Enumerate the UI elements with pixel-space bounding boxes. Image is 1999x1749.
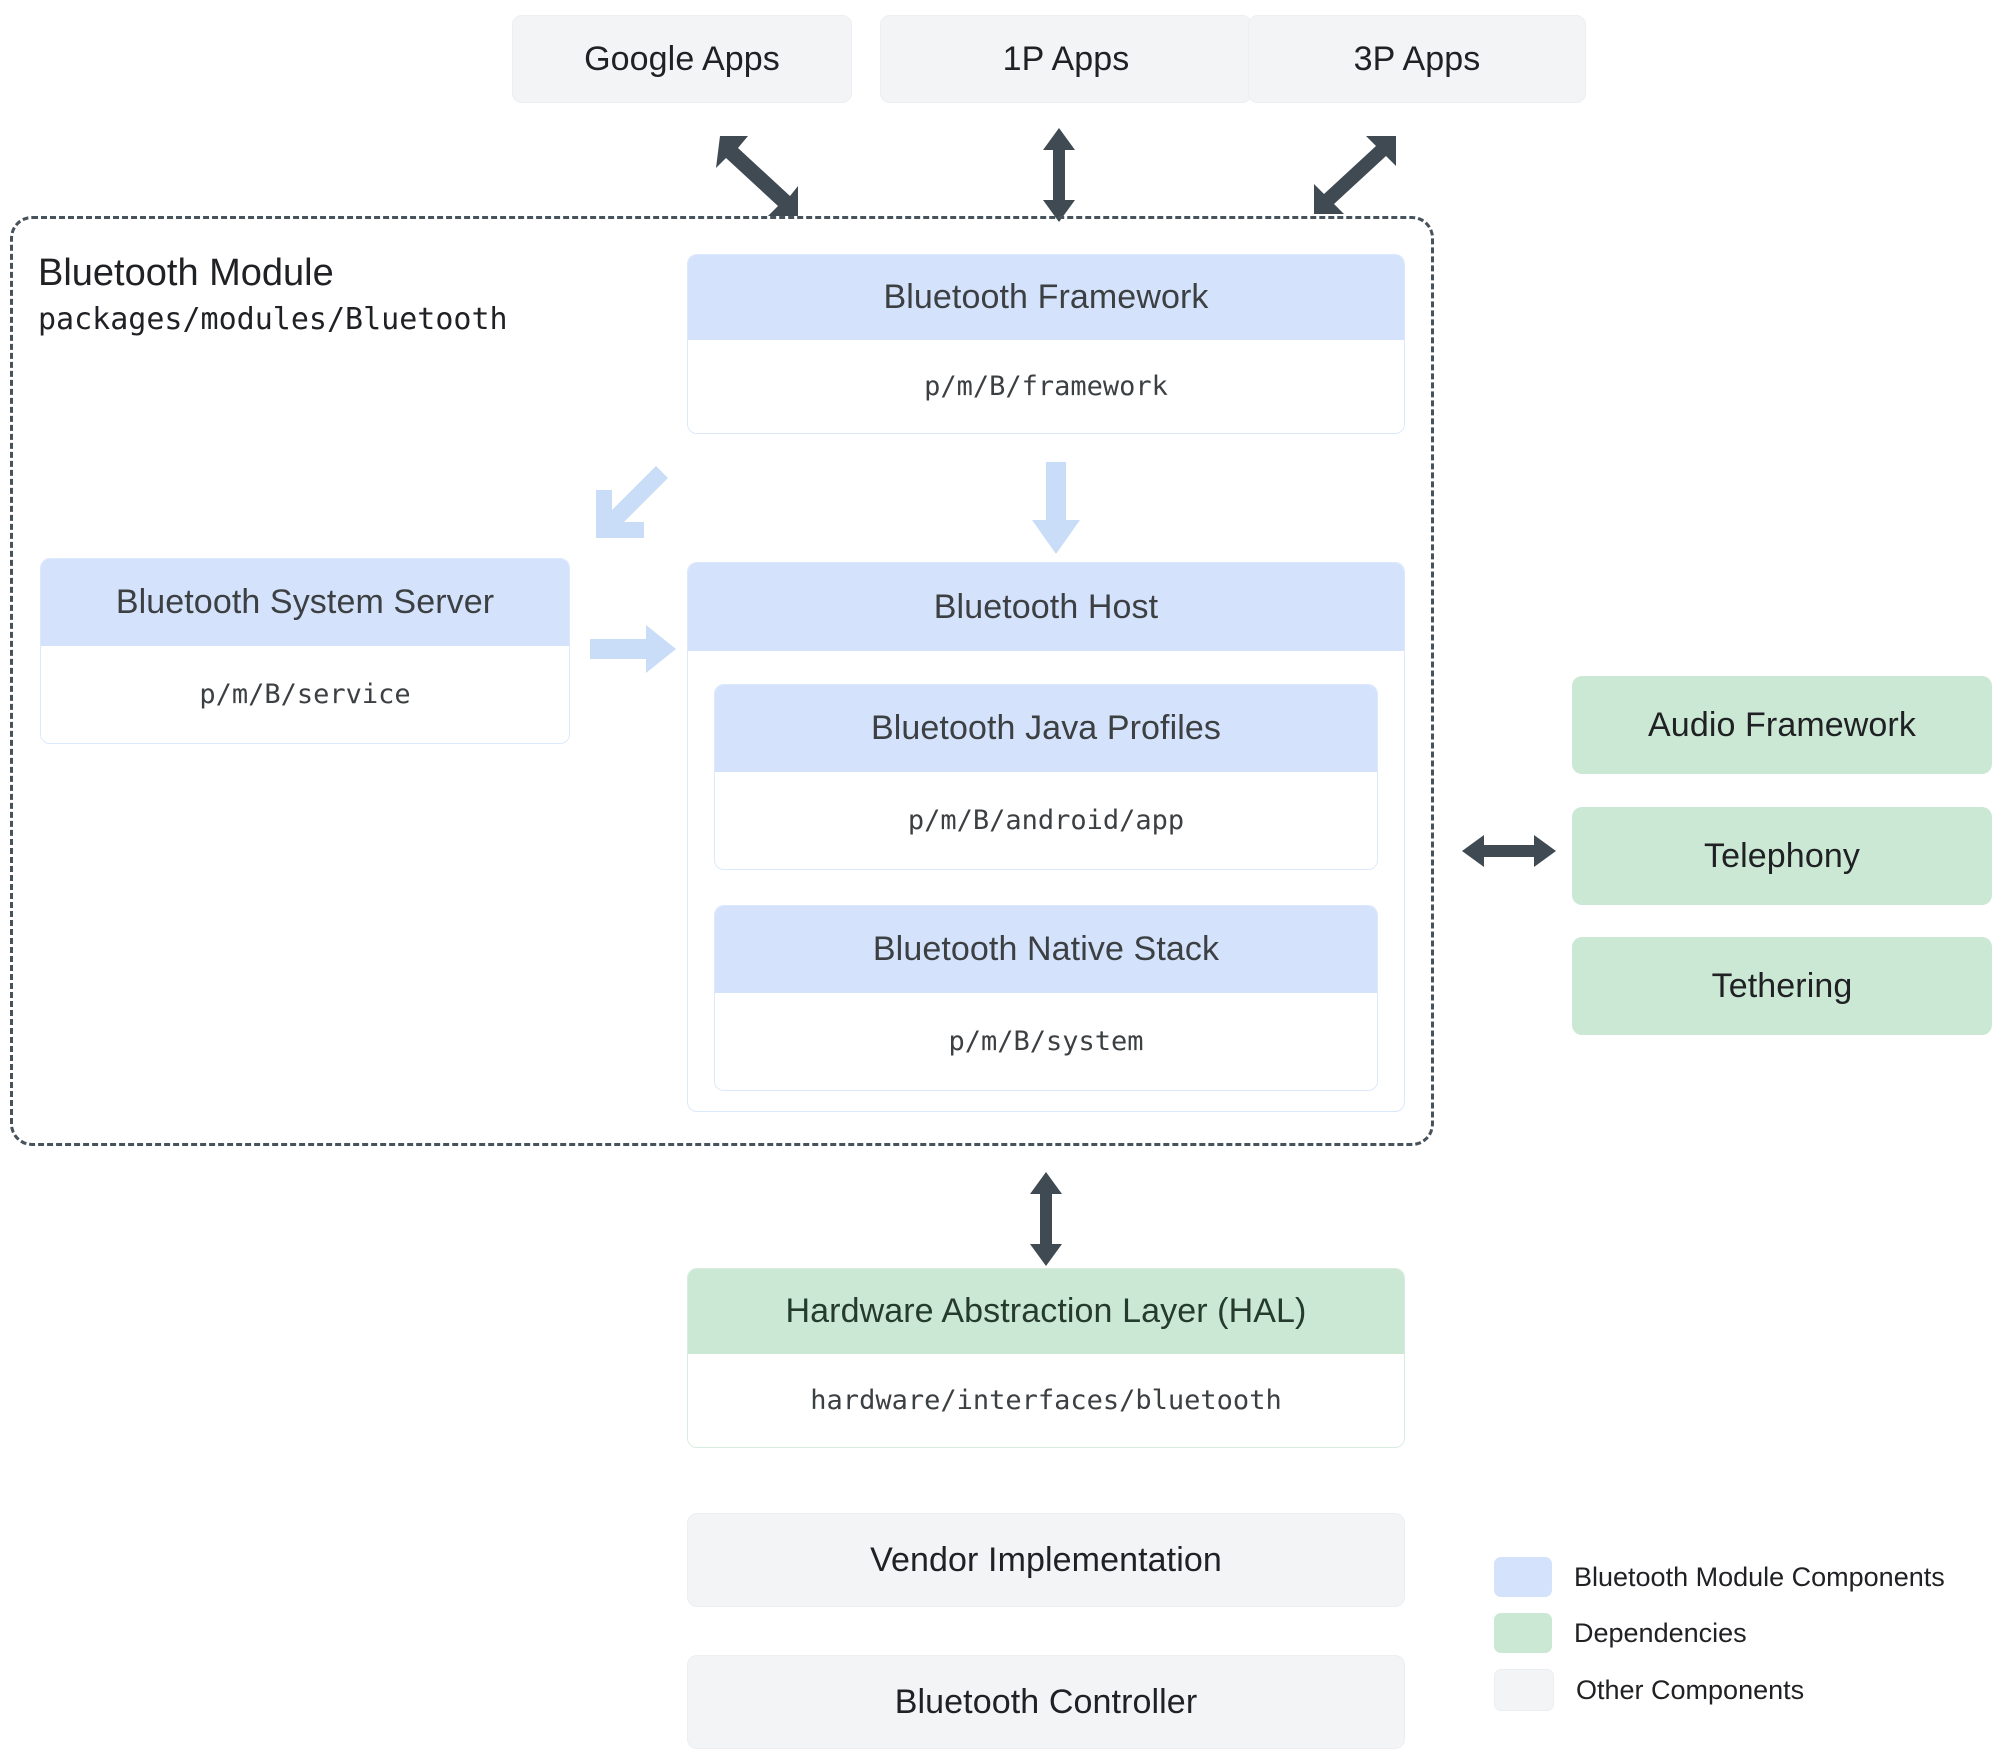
legend-item-dependencies: Dependencies — [1494, 1613, 1945, 1653]
arrow-1p-apps-vertical — [1040, 128, 1078, 222]
app-box-3p-apps[interactable]: 3P Apps — [1248, 15, 1586, 103]
app-box-google-apps[interactable]: Google Apps — [512, 15, 852, 103]
arrow-3p-apps-diagonal — [1312, 130, 1404, 220]
arrow-module-to-hal — [1027, 1172, 1065, 1266]
legend-item-module-components: Bluetooth Module Components — [1494, 1557, 1945, 1597]
dependency-label: Audio Framework — [1648, 705, 1916, 744]
bluetooth-framework-box[interactable]: Bluetooth Framework p/m/B/framework — [687, 254, 1405, 434]
app-box-label: 3P Apps — [1353, 39, 1481, 78]
arrow-system-server-to-host — [590, 625, 676, 673]
hal-box[interactable]: Hardware Abstraction Layer (HAL) hardwar… — [687, 1268, 1405, 1448]
bluetooth-java-profiles-box[interactable]: Bluetooth Java Profiles p/m/B/android/ap… — [714, 684, 1378, 870]
bluetooth-host-label: Bluetooth Host — [688, 563, 1404, 651]
legend-swatch-module-components — [1494, 1557, 1552, 1597]
dependency-box-audio-framework[interactable]: Audio Framework — [1572, 676, 1992, 774]
legend-label: Dependencies — [1574, 1617, 1747, 1648]
bluetooth-controller-label: Bluetooth Controller — [894, 1682, 1198, 1721]
legend-label: Other Components — [1576, 1674, 1805, 1705]
legend-swatch-dependencies — [1494, 1613, 1552, 1653]
bluetooth-system-server-box[interactable]: Bluetooth System Server p/m/B/service — [40, 558, 570, 744]
app-box-1p-apps[interactable]: 1P Apps — [880, 15, 1252, 103]
hal-label: Hardware Abstraction Layer (HAL) — [688, 1269, 1404, 1355]
arrow-host-to-dependencies — [1462, 832, 1556, 870]
app-box-label: Google Apps — [584, 39, 780, 78]
bluetooth-native-stack-path: p/m/B/system — [715, 993, 1377, 1090]
vendor-implementation-box[interactable]: Vendor Implementation — [687, 1513, 1405, 1607]
app-box-label: 1P Apps — [1002, 39, 1130, 78]
dependency-label: Telephony — [1704, 836, 1860, 875]
arrow-framework-to-system-server — [592, 466, 668, 542]
dependency-box-telephony[interactable]: Telephony — [1572, 807, 1992, 905]
vendor-implementation-label: Vendor Implementation — [870, 1540, 1222, 1579]
bluetooth-java-profiles-path: p/m/B/android/app — [715, 772, 1377, 869]
bluetooth-native-stack-box[interactable]: Bluetooth Native Stack p/m/B/system — [714, 905, 1378, 1091]
bluetooth-java-profiles-label: Bluetooth Java Profiles — [715, 685, 1377, 773]
bluetooth-framework-path: p/m/B/framework — [688, 340, 1404, 433]
legend-label: Bluetooth Module Components — [1574, 1561, 1945, 1592]
bluetooth-module-container — [10, 216, 1434, 1146]
legend: Bluetooth Module Components Dependencies… — [1494, 1557, 1945, 1711]
arrow-google-apps-diagonal — [712, 130, 804, 220]
bluetooth-framework-label: Bluetooth Framework — [688, 255, 1404, 341]
bluetooth-module-path: packages/modules/Bluetooth — [38, 302, 508, 337]
dependency-label: Tethering — [1711, 966, 1853, 1005]
legend-item-other-components: Other Components — [1494, 1669, 1945, 1711]
hal-path: hardware/interfaces/bluetooth — [688, 1354, 1404, 1447]
bluetooth-native-stack-label: Bluetooth Native Stack — [715, 906, 1377, 994]
bluetooth-system-server-path: p/m/B/service — [41, 646, 569, 743]
legend-swatch-other-components — [1494, 1669, 1554, 1711]
arrow-framework-to-host — [1030, 462, 1082, 554]
bluetooth-module-title: Bluetooth Module — [38, 252, 334, 294]
bluetooth-system-server-label: Bluetooth System Server — [41, 559, 569, 647]
dependency-box-tethering[interactable]: Tethering — [1572, 937, 1992, 1035]
bluetooth-controller-box[interactable]: Bluetooth Controller — [687, 1655, 1405, 1749]
